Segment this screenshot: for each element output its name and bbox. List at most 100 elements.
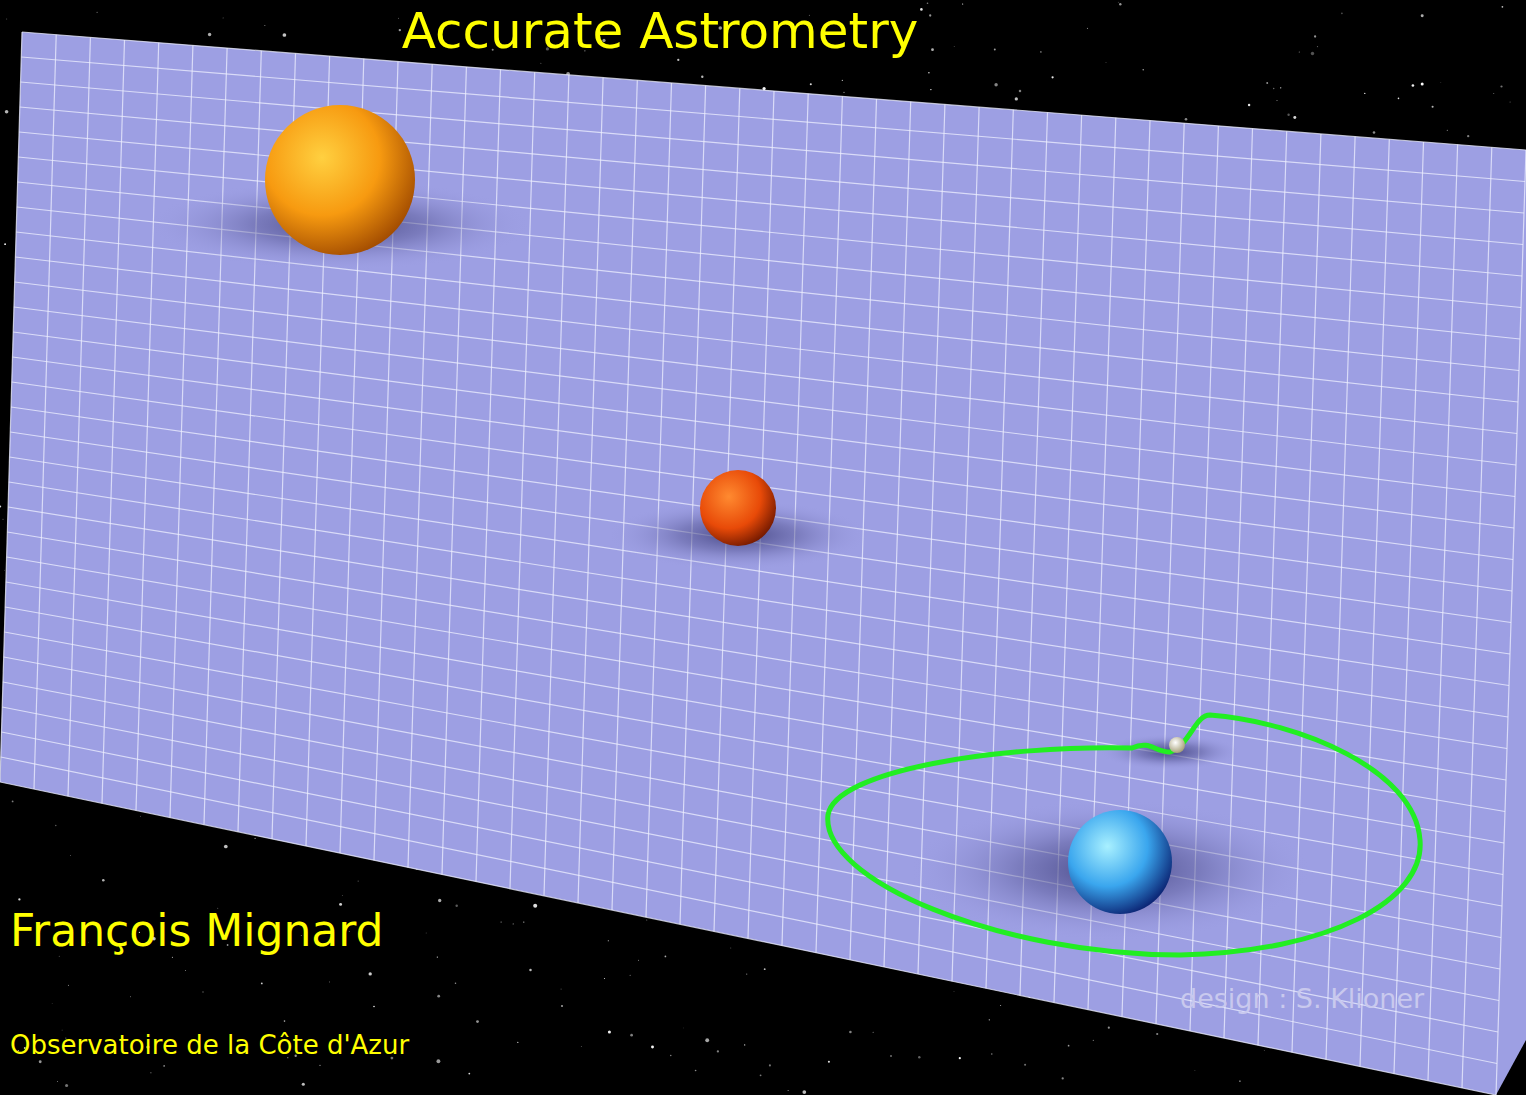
star-dot bbox=[1068, 1045, 1070, 1047]
star-dot bbox=[828, 1061, 830, 1063]
star-dot bbox=[208, 33, 211, 36]
star-dot bbox=[1467, 135, 1469, 137]
star-dot bbox=[1502, 6, 1504, 8]
star-dot bbox=[4, 243, 6, 245]
star-dot bbox=[1194, 1070, 1196, 1072]
star-dot bbox=[953, 991, 955, 993]
grid-line bbox=[2, 732, 1499, 1032]
star-dot bbox=[129, 996, 131, 998]
star-dot bbox=[1287, 114, 1289, 116]
star-dot bbox=[843, 92, 844, 93]
star-dot bbox=[51, 1002, 53, 1004]
star-dot bbox=[1117, 1, 1119, 3]
star-dot bbox=[139, 815, 141, 817]
star-dot bbox=[437, 957, 438, 958]
star-dot bbox=[437, 995, 440, 998]
star-dot bbox=[150, 1072, 151, 1073]
star-dot bbox=[769, 1064, 771, 1066]
star-dot bbox=[1293, 116, 1296, 119]
star-dot bbox=[1412, 84, 1415, 87]
star-dot bbox=[1317, 46, 1318, 47]
star-dot bbox=[683, 1027, 685, 1029]
spacetime-plane bbox=[0, 32, 1526, 1095]
star-dot bbox=[629, 974, 631, 976]
star-dot bbox=[638, 960, 639, 961]
star-dot bbox=[1493, 92, 1495, 94]
star-dot bbox=[994, 49, 996, 51]
star-dot bbox=[810, 83, 812, 85]
star-dot bbox=[1299, 51, 1300, 52]
star-dot bbox=[746, 973, 747, 974]
star-dot bbox=[202, 991, 203, 992]
grid-line bbox=[3, 682, 1500, 969]
star-dot bbox=[357, 880, 358, 881]
star-dot bbox=[373, 1006, 375, 1008]
design-credit: design : S. Klioner bbox=[1180, 983, 1424, 1014]
star-dot bbox=[468, 1073, 470, 1075]
grid-line bbox=[15, 257, 1517, 434]
star-dot bbox=[513, 923, 514, 924]
star-dot bbox=[959, 1057, 961, 1059]
star-dot bbox=[1373, 131, 1376, 134]
grid-line bbox=[0, 782, 1496, 1095]
star-dot bbox=[1311, 52, 1314, 55]
star-dot bbox=[802, 1090, 806, 1094]
star-dot bbox=[842, 80, 843, 81]
star-dot bbox=[425, 932, 427, 934]
star-dot bbox=[436, 1059, 440, 1063]
star-dot bbox=[1421, 14, 1424, 17]
star-dot bbox=[18, 898, 20, 900]
grid-line bbox=[2, 707, 1499, 1001]
star-dot bbox=[1019, 90, 1021, 92]
star-dot bbox=[1398, 98, 1400, 100]
star-dot bbox=[1040, 51, 1041, 52]
star-dot bbox=[476, 1020, 479, 1023]
star-dot bbox=[928, 72, 930, 74]
gravity-well bbox=[910, 800, 1310, 940]
star-dot bbox=[57, 1081, 59, 1083]
grid-line bbox=[15, 282, 1516, 465]
star-dot bbox=[1341, 13, 1343, 15]
star-dot bbox=[1119, 3, 1121, 5]
star-dot bbox=[651, 1046, 654, 1049]
star-dot bbox=[764, 968, 766, 970]
star-dot bbox=[1185, 118, 1188, 121]
star-dot bbox=[455, 982, 457, 984]
grid-lines bbox=[0, 32, 1526, 1095]
star-dot bbox=[399, 29, 401, 31]
star-dot bbox=[302, 1083, 305, 1086]
star-dot bbox=[540, 62, 542, 64]
star-dot bbox=[665, 956, 667, 958]
star-dot bbox=[927, 2, 929, 4]
star-dot bbox=[67, 984, 69, 986]
star-dot bbox=[1051, 76, 1053, 78]
star-dot bbox=[1447, 130, 1448, 131]
institution-name: Observatoire de la Côte d'Azur bbox=[10, 1030, 409, 1060]
star-dot bbox=[962, 3, 963, 4]
star-dot bbox=[1440, 82, 1442, 84]
star-dot bbox=[918, 1056, 920, 1058]
star-dot bbox=[529, 969, 532, 972]
star-dot bbox=[705, 1038, 709, 1042]
star-dot bbox=[630, 1034, 633, 1037]
star-dot bbox=[608, 1030, 611, 1033]
star-dot bbox=[1280, 87, 1281, 88]
star-dot bbox=[1266, 82, 1268, 84]
star-dot bbox=[55, 825, 56, 826]
star-dot bbox=[788, 1090, 789, 1091]
star-dot bbox=[102, 879, 105, 882]
star-dot bbox=[744, 1044, 745, 1045]
star-dot bbox=[646, 919, 647, 920]
star-dot bbox=[701, 76, 703, 78]
star-dot bbox=[1500, 85, 1502, 87]
star-dot bbox=[994, 83, 997, 86]
star-dot bbox=[1062, 1077, 1064, 1079]
star-dot bbox=[1000, 1005, 1001, 1006]
star-dot bbox=[1093, 1040, 1094, 1041]
star-dot bbox=[6, 18, 8, 20]
star-dot bbox=[608, 940, 609, 941]
grid-line bbox=[13, 357, 1514, 560]
star-dot bbox=[523, 922, 524, 923]
grid-line bbox=[12, 382, 1512, 591]
star-dot bbox=[455, 904, 457, 906]
